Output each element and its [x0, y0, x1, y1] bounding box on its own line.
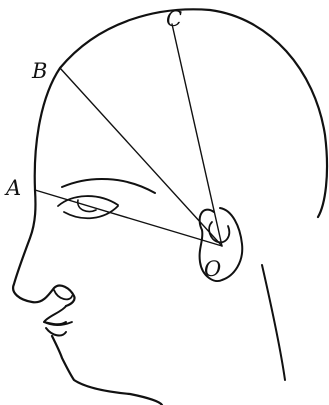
line-a-to-ear	[35, 190, 222, 246]
head-outline	[35, 9, 327, 217]
face-profile	[13, 190, 74, 306]
line-b-to-ear	[60, 68, 222, 246]
label-o: O	[204, 257, 221, 281]
upper-lip	[44, 306, 66, 324]
chin-jaw	[52, 336, 162, 405]
neck-back	[262, 265, 285, 380]
nostril	[54, 290, 72, 299]
label-a: A	[4, 176, 21, 200]
label-b: B	[31, 59, 47, 83]
label-c: C	[166, 7, 182, 31]
lower-lip	[46, 328, 66, 335]
line-c-to-ear	[172, 24, 222, 246]
brow-line	[62, 179, 155, 193]
eye-upper-lid	[58, 196, 118, 206]
